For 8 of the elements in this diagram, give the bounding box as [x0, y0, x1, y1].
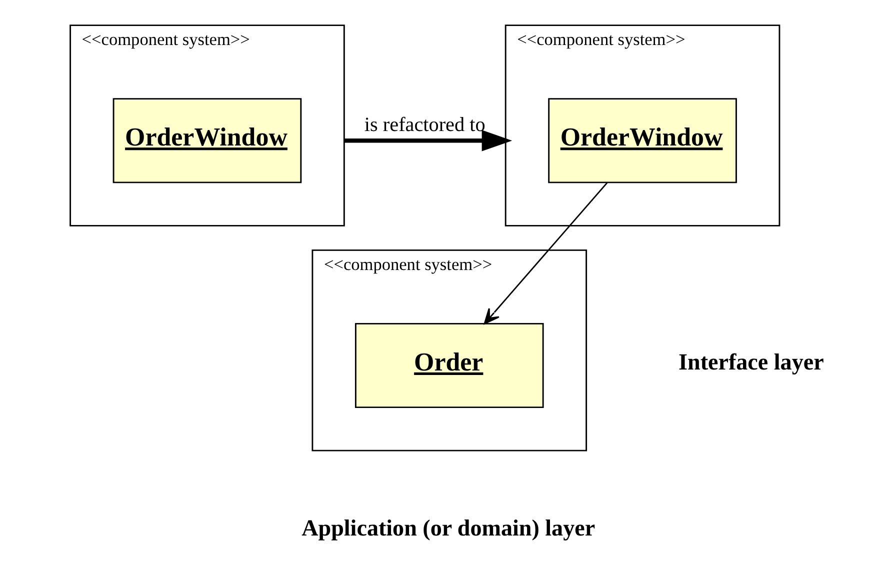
arrow: [483, 182, 608, 324]
node-box: Order: [354, 322, 544, 408]
node-box: OrderWindow: [112, 98, 302, 184]
label: Interface layer: [678, 348, 824, 375]
edge-label: is refactored to: [364, 114, 485, 136]
arrow: [344, 130, 512, 152]
label: Application (or domain) layer: [301, 514, 595, 540]
node-box: OrderWindow: [548, 98, 736, 184]
